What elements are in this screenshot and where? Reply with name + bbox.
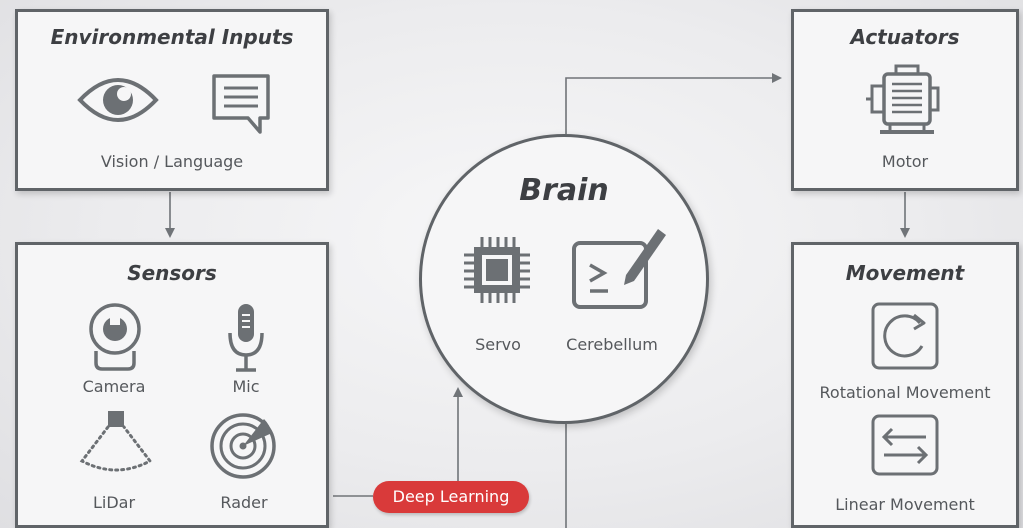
message-icon bbox=[212, 74, 270, 134]
brain-circle: Brain Servo Cerebellum bbox=[419, 134, 709, 424]
terminal-tablet-icon bbox=[572, 229, 666, 309]
environmental-inputs-caption: Vision / Language bbox=[100, 152, 244, 171]
chip-icon bbox=[464, 237, 530, 303]
environmental-inputs-title: Environmental Inputs bbox=[50, 25, 294, 49]
brain-label-servo: Servo bbox=[475, 335, 521, 354]
microphone-icon bbox=[228, 304, 264, 372]
movement-label-rotational: Rotational Movement bbox=[819, 383, 991, 402]
actuators-caption: Motor bbox=[881, 152, 929, 171]
sensor-label-mic: Mic bbox=[232, 377, 260, 396]
actuators-title: Actuators bbox=[850, 25, 960, 49]
actuators-box: Actuators Motor bbox=[791, 9, 1019, 191]
lidar-icon bbox=[79, 411, 153, 472]
rotate-icon bbox=[871, 302, 939, 370]
movement-box: Movement Rotational Movement Linear Move… bbox=[791, 242, 1019, 528]
brain-label-cerebellum: Cerebellum bbox=[566, 335, 658, 354]
sensors-box: Sensors Camera Mic LiDar Rader bbox=[15, 242, 329, 528]
sensor-label-radar: Rader bbox=[220, 493, 268, 512]
deep-learning-pill: Deep Learning bbox=[373, 481, 529, 513]
camera-icon bbox=[89, 303, 141, 371]
arrow-brain-to-actuators bbox=[565, 73, 782, 134]
brain-title: Brain bbox=[519, 173, 609, 208]
movement-label-linear: Linear Movement bbox=[835, 495, 975, 514]
bidirectional-arrows-icon bbox=[871, 414, 939, 476]
motor-icon bbox=[866, 64, 940, 134]
sensors-title: Sensors bbox=[127, 261, 217, 285]
sensor-label-lidar: LiDar bbox=[92, 493, 136, 512]
sensor-label-camera: Camera bbox=[82, 377, 146, 396]
movement-title: Movement bbox=[845, 261, 965, 285]
radar-icon bbox=[210, 413, 276, 479]
environmental-inputs-box: Environmental Inputs Vision / Language bbox=[15, 9, 329, 191]
eye-icon bbox=[77, 78, 159, 122]
